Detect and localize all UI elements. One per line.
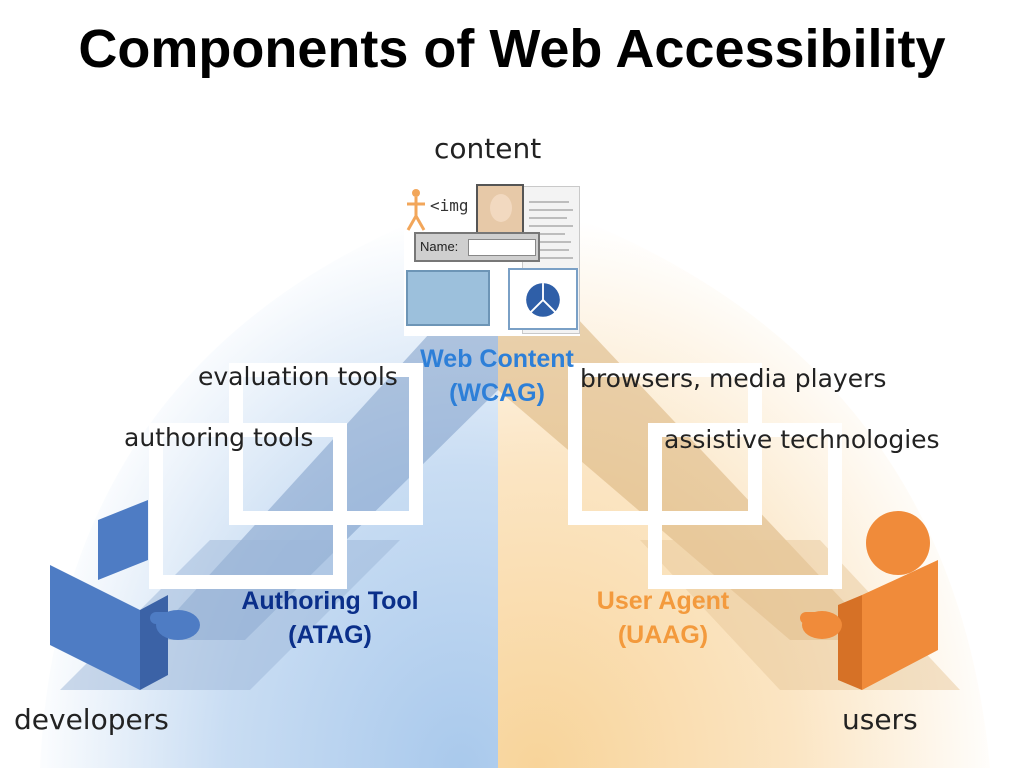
assistive-technologies-label: assistive technologies xyxy=(664,425,940,454)
evaluation-tools-label: evaluation tools xyxy=(198,362,398,391)
name-form-sample: Name: xyxy=(414,232,540,262)
assistive-tech-frame xyxy=(648,423,842,589)
atag-label: Authoring Tool (ATAG) xyxy=(210,584,450,652)
photo-icon xyxy=(476,184,524,236)
content-collage: <img Name: xyxy=(404,182,580,336)
atag-line1: Authoring Tool xyxy=(241,587,419,615)
page-title: Components of Web Accessibility xyxy=(78,19,946,79)
users-label: users xyxy=(842,703,918,736)
accessibility-figure-icon xyxy=(406,189,426,231)
wcag-line1: Web Content xyxy=(420,345,574,373)
uaag-line2: (UAAG) xyxy=(617,621,709,649)
name-label: Name: xyxy=(420,239,459,254)
browsers-label: browsers, media players xyxy=(580,364,887,393)
content-label: content xyxy=(434,132,542,165)
uaag-label: User Agent (UAAG) xyxy=(560,584,766,652)
wcag-label: Web Content (WCAG) xyxy=(386,342,608,410)
evaluation-tools-frame xyxy=(229,363,423,525)
wcag-line2: (WCAG) xyxy=(449,379,545,407)
user-figure-icon xyxy=(800,511,938,690)
atag-line2: (ATAG) xyxy=(288,621,372,649)
uaag-line1: User Agent xyxy=(596,587,730,615)
img-tag-text: <img xyxy=(430,196,469,215)
authoring-tools-frame xyxy=(149,423,347,589)
pie-chart-icon xyxy=(508,268,578,330)
browsers-frame xyxy=(568,363,762,525)
authoring-tools-label: authoring tools xyxy=(124,423,314,452)
developer-figure-icon xyxy=(50,500,200,690)
name-input-sample xyxy=(468,239,536,256)
developers-label: developers xyxy=(14,703,169,736)
weather-widget-icon xyxy=(406,270,490,326)
